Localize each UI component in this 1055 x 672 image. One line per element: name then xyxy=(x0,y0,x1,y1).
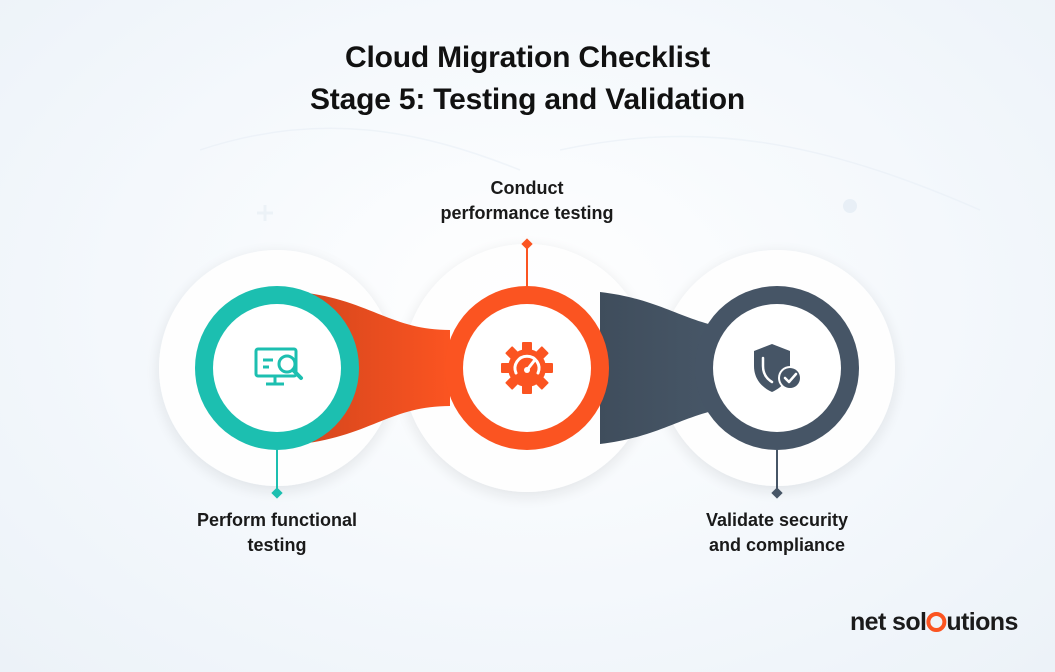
step-label-security: Validate security and compliance xyxy=(677,508,877,558)
logo-word-2: utions xyxy=(946,608,1017,636)
step-label-performance-line2: performance testing xyxy=(440,203,614,223)
logo-o-ring xyxy=(926,612,947,632)
step-label-security-line1: Validate security xyxy=(705,510,849,530)
step-label-functional-line1: Perform functional xyxy=(196,510,357,530)
pointer-performance xyxy=(521,238,533,287)
logo-graphic: net sol utions xyxy=(850,608,1018,636)
gear-speedometer-icon xyxy=(501,342,553,394)
step-node-functional xyxy=(195,286,359,450)
pointer-functional xyxy=(271,450,283,499)
diagram-title: Cloud Migration Checklist xyxy=(344,41,711,74)
background-decoration xyxy=(199,127,981,221)
shield-check-icon xyxy=(754,344,802,392)
step-label-performance-line1: Conduct xyxy=(490,178,564,198)
net-solutions-logo: net sol utions xyxy=(850,606,1020,638)
step-label-functional-line2: testing xyxy=(247,535,307,555)
diagram-subtitle: Stage 5: Testing and Validation xyxy=(310,83,745,116)
step-label-functional: Perform functional testing xyxy=(177,508,377,558)
step-label-performance: Conduct performance testing xyxy=(417,176,637,226)
logo-word-1: net sol xyxy=(850,608,926,636)
pointer-security xyxy=(771,450,783,499)
monitor-search-icon xyxy=(254,347,303,386)
step-label-security-line2: and compliance xyxy=(708,535,846,555)
